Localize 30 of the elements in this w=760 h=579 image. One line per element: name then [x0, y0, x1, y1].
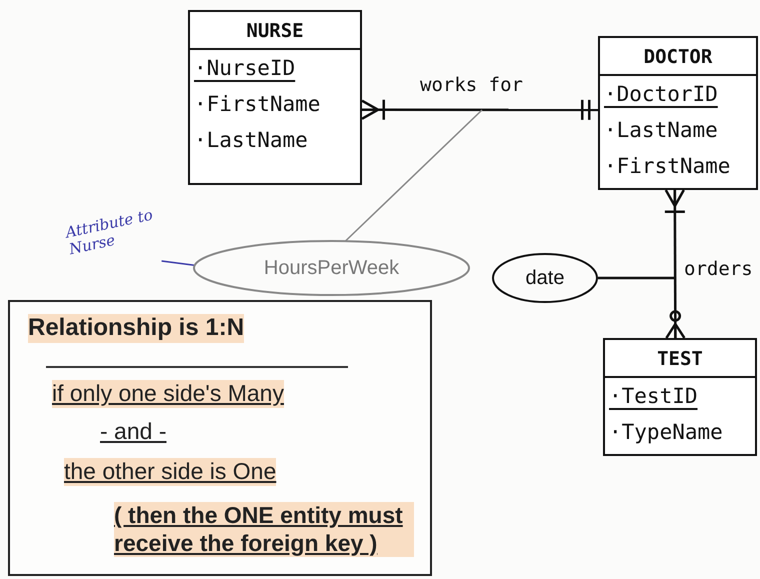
entity-box [598, 36, 758, 190]
leader-line [162, 260, 194, 266]
note-text: if only one side's Many [52, 380, 284, 408]
relationship-line [664, 188, 686, 340]
attribute-name: ·TypeName [608, 419, 724, 446]
relationship-line [598, 276, 675, 280]
note-heading: Relationship is 1:N [28, 314, 244, 343]
relationship-line [344, 109, 483, 242]
note-box [8, 300, 432, 576]
entity-box [188, 10, 362, 185]
note-text: the other side is One [64, 458, 276, 486]
attribute-name: date [526, 266, 564, 290]
primary-key-attribute: ·TestID [608, 383, 699, 410]
note-text: ( then the ONE entity must receive the foreign key ) [114, 502, 414, 558]
primary-key-attribute: ·NurseID [193, 55, 296, 82]
entity-box [603, 338, 757, 456]
attribute-name: ·FirstName [193, 91, 322, 118]
entity-name: TEST [605, 340, 755, 378]
attribute-name: ·LastName [603, 117, 719, 144]
attribute-name: ·FirstName [603, 153, 732, 180]
entity-name: NURSE [190, 12, 360, 50]
primary-key-attribute: ·DoctorID [603, 81, 719, 108]
note-text: - and - [100, 418, 166, 446]
attribute-name: HoursPerWeek [264, 256, 400, 280]
attribute-ellipse [492, 253, 598, 303]
entity-name: DOCTOR [600, 38, 756, 76]
handwritten-note: Attribute to Nurse [64, 200, 192, 274]
attribute-name: ·LastName [193, 127, 309, 154]
relationship-line [360, 98, 598, 122]
attribute-ellipse [193, 240, 470, 296]
